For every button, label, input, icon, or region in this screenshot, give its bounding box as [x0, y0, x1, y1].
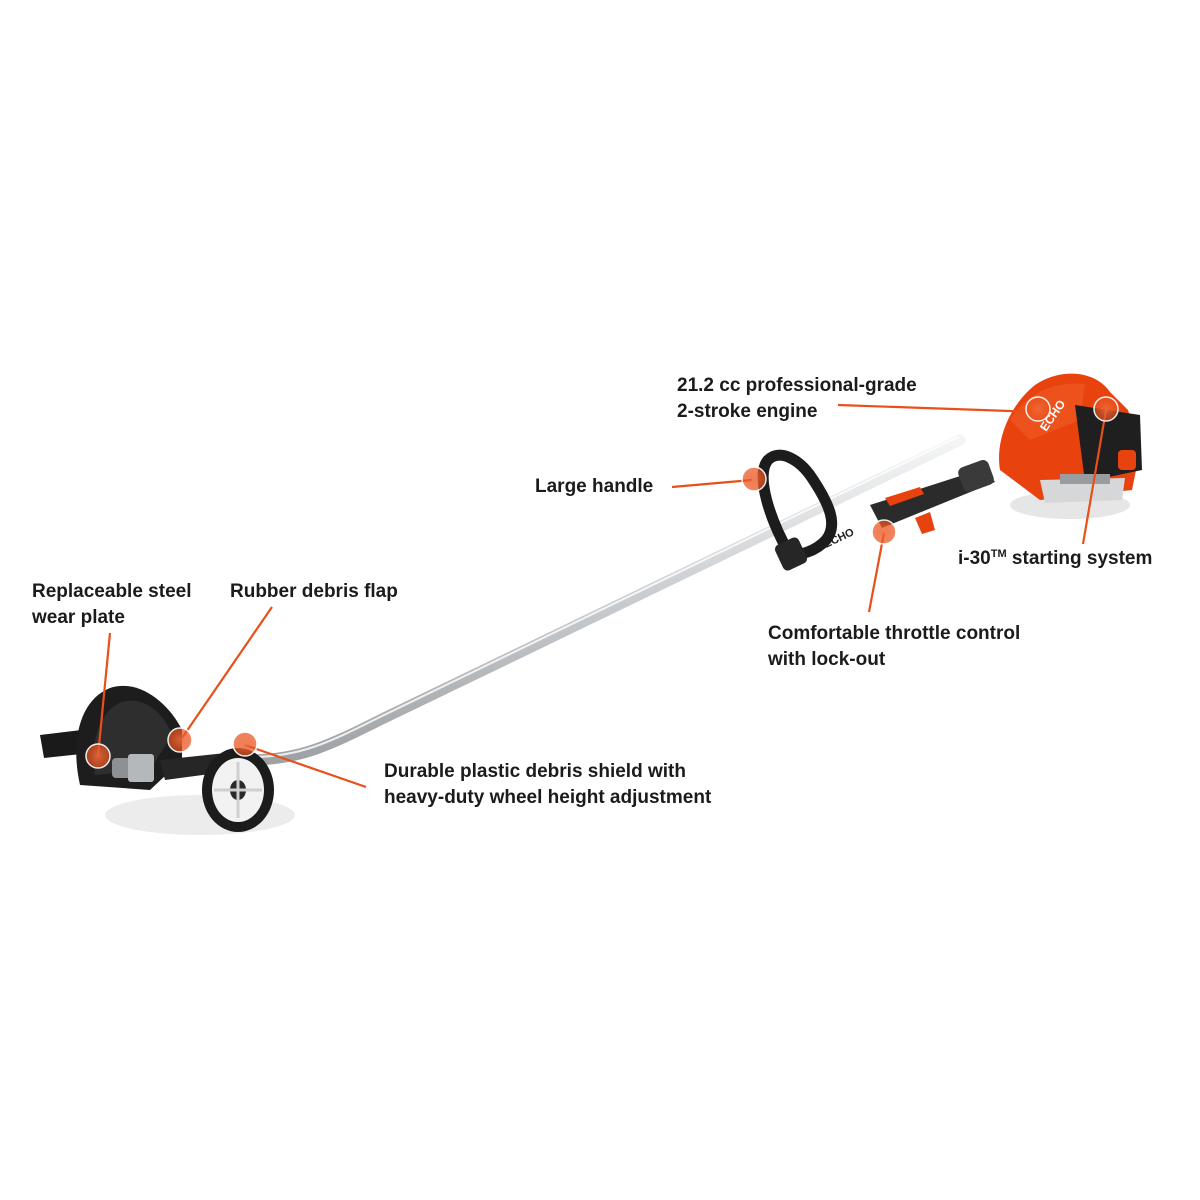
callout-throttle-line1: Comfortable throttle control	[768, 623, 1021, 644]
callout-handle-line1: Large handle	[535, 476, 654, 497]
engine: ECHO	[999, 373, 1142, 503]
callout-shield-line1: Durable plastic debris shield with	[384, 761, 686, 782]
callout-wear-plate-line1: Replaceable steel	[32, 581, 192, 602]
leader-handle	[671, 478, 753, 489]
trademark-mark: TM	[990, 548, 1007, 560]
loop-handle	[757, 449, 838, 561]
dot-handle	[741, 466, 767, 492]
callout-starter-line: i-30TM starting system	[958, 546, 1152, 572]
callout-engine-line2: 2-stroke engine	[677, 401, 818, 422]
leader-starter	[1081, 409, 1108, 545]
callout-wear-plate: Replaceable steel wear plate	[32, 579, 191, 631]
callout-flap-line1: Rubber debris flap	[230, 581, 398, 602]
callout-handle: Large handle	[535, 474, 653, 500]
leader-lines	[96, 403, 1108, 789]
callout-flap: Rubber debris flap	[230, 579, 398, 605]
callout-shield-line2: heavy-duty wheel height adjustment	[384, 787, 712, 808]
callout-starter-prefix: i-30	[958, 548, 991, 569]
leader-shield	[244, 743, 367, 789]
leader-wear	[96, 632, 112, 757]
callout-throttle: Comfortable throttle control with lock-o…	[768, 621, 1020, 673]
callout-shield: Durable plastic debris shield with heavy…	[384, 759, 711, 811]
shaft	[244, 434, 966, 766]
dot-wear	[85, 743, 111, 769]
leader-throttle	[867, 532, 886, 613]
callout-starter: i-30TM starting system	[958, 546, 1152, 572]
dot-shield	[232, 731, 258, 757]
leader-engine	[837, 403, 1039, 414]
callout-throttle-line2: with lock-out	[768, 649, 886, 670]
dot-engine	[1025, 396, 1051, 422]
dot-throttle	[871, 519, 897, 545]
callout-wear-plate-line2: wear plate	[32, 607, 125, 628]
handle-clamp	[774, 537, 808, 571]
shaft-highlight	[251, 436, 959, 758]
callout-dots	[85, 396, 1119, 769]
dot-starter	[1093, 396, 1119, 422]
callout-engine-line1: 21.2 cc professional-grade	[677, 375, 917, 396]
callout-engine: 21.2 cc professional-grade 2-stroke engi…	[677, 373, 917, 425]
throttle-grip	[870, 460, 995, 534]
callout-starter-suffix: starting system	[1006, 548, 1153, 569]
leader-flap	[181, 606, 273, 739]
dot-flap	[167, 727, 193, 753]
